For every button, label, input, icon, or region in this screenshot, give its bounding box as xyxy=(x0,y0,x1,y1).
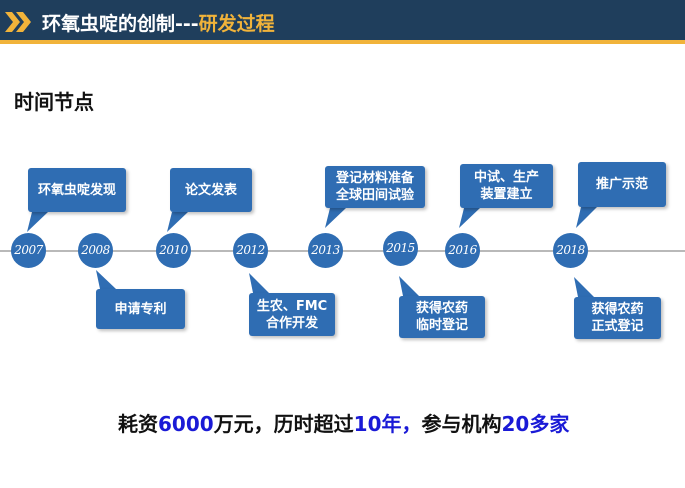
event-2016-box: 中试、生产装置建立 xyxy=(460,164,553,208)
year-node-2016: 2016 xyxy=(445,233,480,268)
event-2010-box: 论文发表 xyxy=(170,168,252,212)
event-2018-top-box: 推广示范 xyxy=(578,162,666,207)
chevron-right-icon xyxy=(5,12,31,32)
year-node-2018: 2018 xyxy=(553,233,588,268)
year-node-2012: 2012 xyxy=(233,233,268,268)
year-node-2008: 2008 xyxy=(78,233,113,268)
event-2008-box: 申请专利 xyxy=(96,289,185,329)
event-2007-box: 环氧虫啶发现 xyxy=(28,168,126,212)
year-node-2007: 2007 xyxy=(11,233,46,268)
event-2013-box: 登记材料准备全球田间试验 xyxy=(325,166,425,208)
section-title: 时间节点 xyxy=(14,90,94,114)
header-bar: 环氧虫啶的创制---研发过程 xyxy=(0,0,685,44)
year-node-2010: 2010 xyxy=(156,233,191,268)
header-divider xyxy=(0,40,685,44)
year-node-2015: 2015 xyxy=(383,231,418,266)
year-node-2013: 2013 xyxy=(308,233,343,268)
event-2018-bottom-box: 获得农药正式登记 xyxy=(574,297,661,339)
page-title: 环氧虫啶的创制---研发过程 xyxy=(42,13,275,35)
summary-text: 耗资6000万元，历时超过10年，参与机构20多家 xyxy=(118,412,570,436)
event-2015-box: 获得农药临时登记 xyxy=(399,296,485,338)
